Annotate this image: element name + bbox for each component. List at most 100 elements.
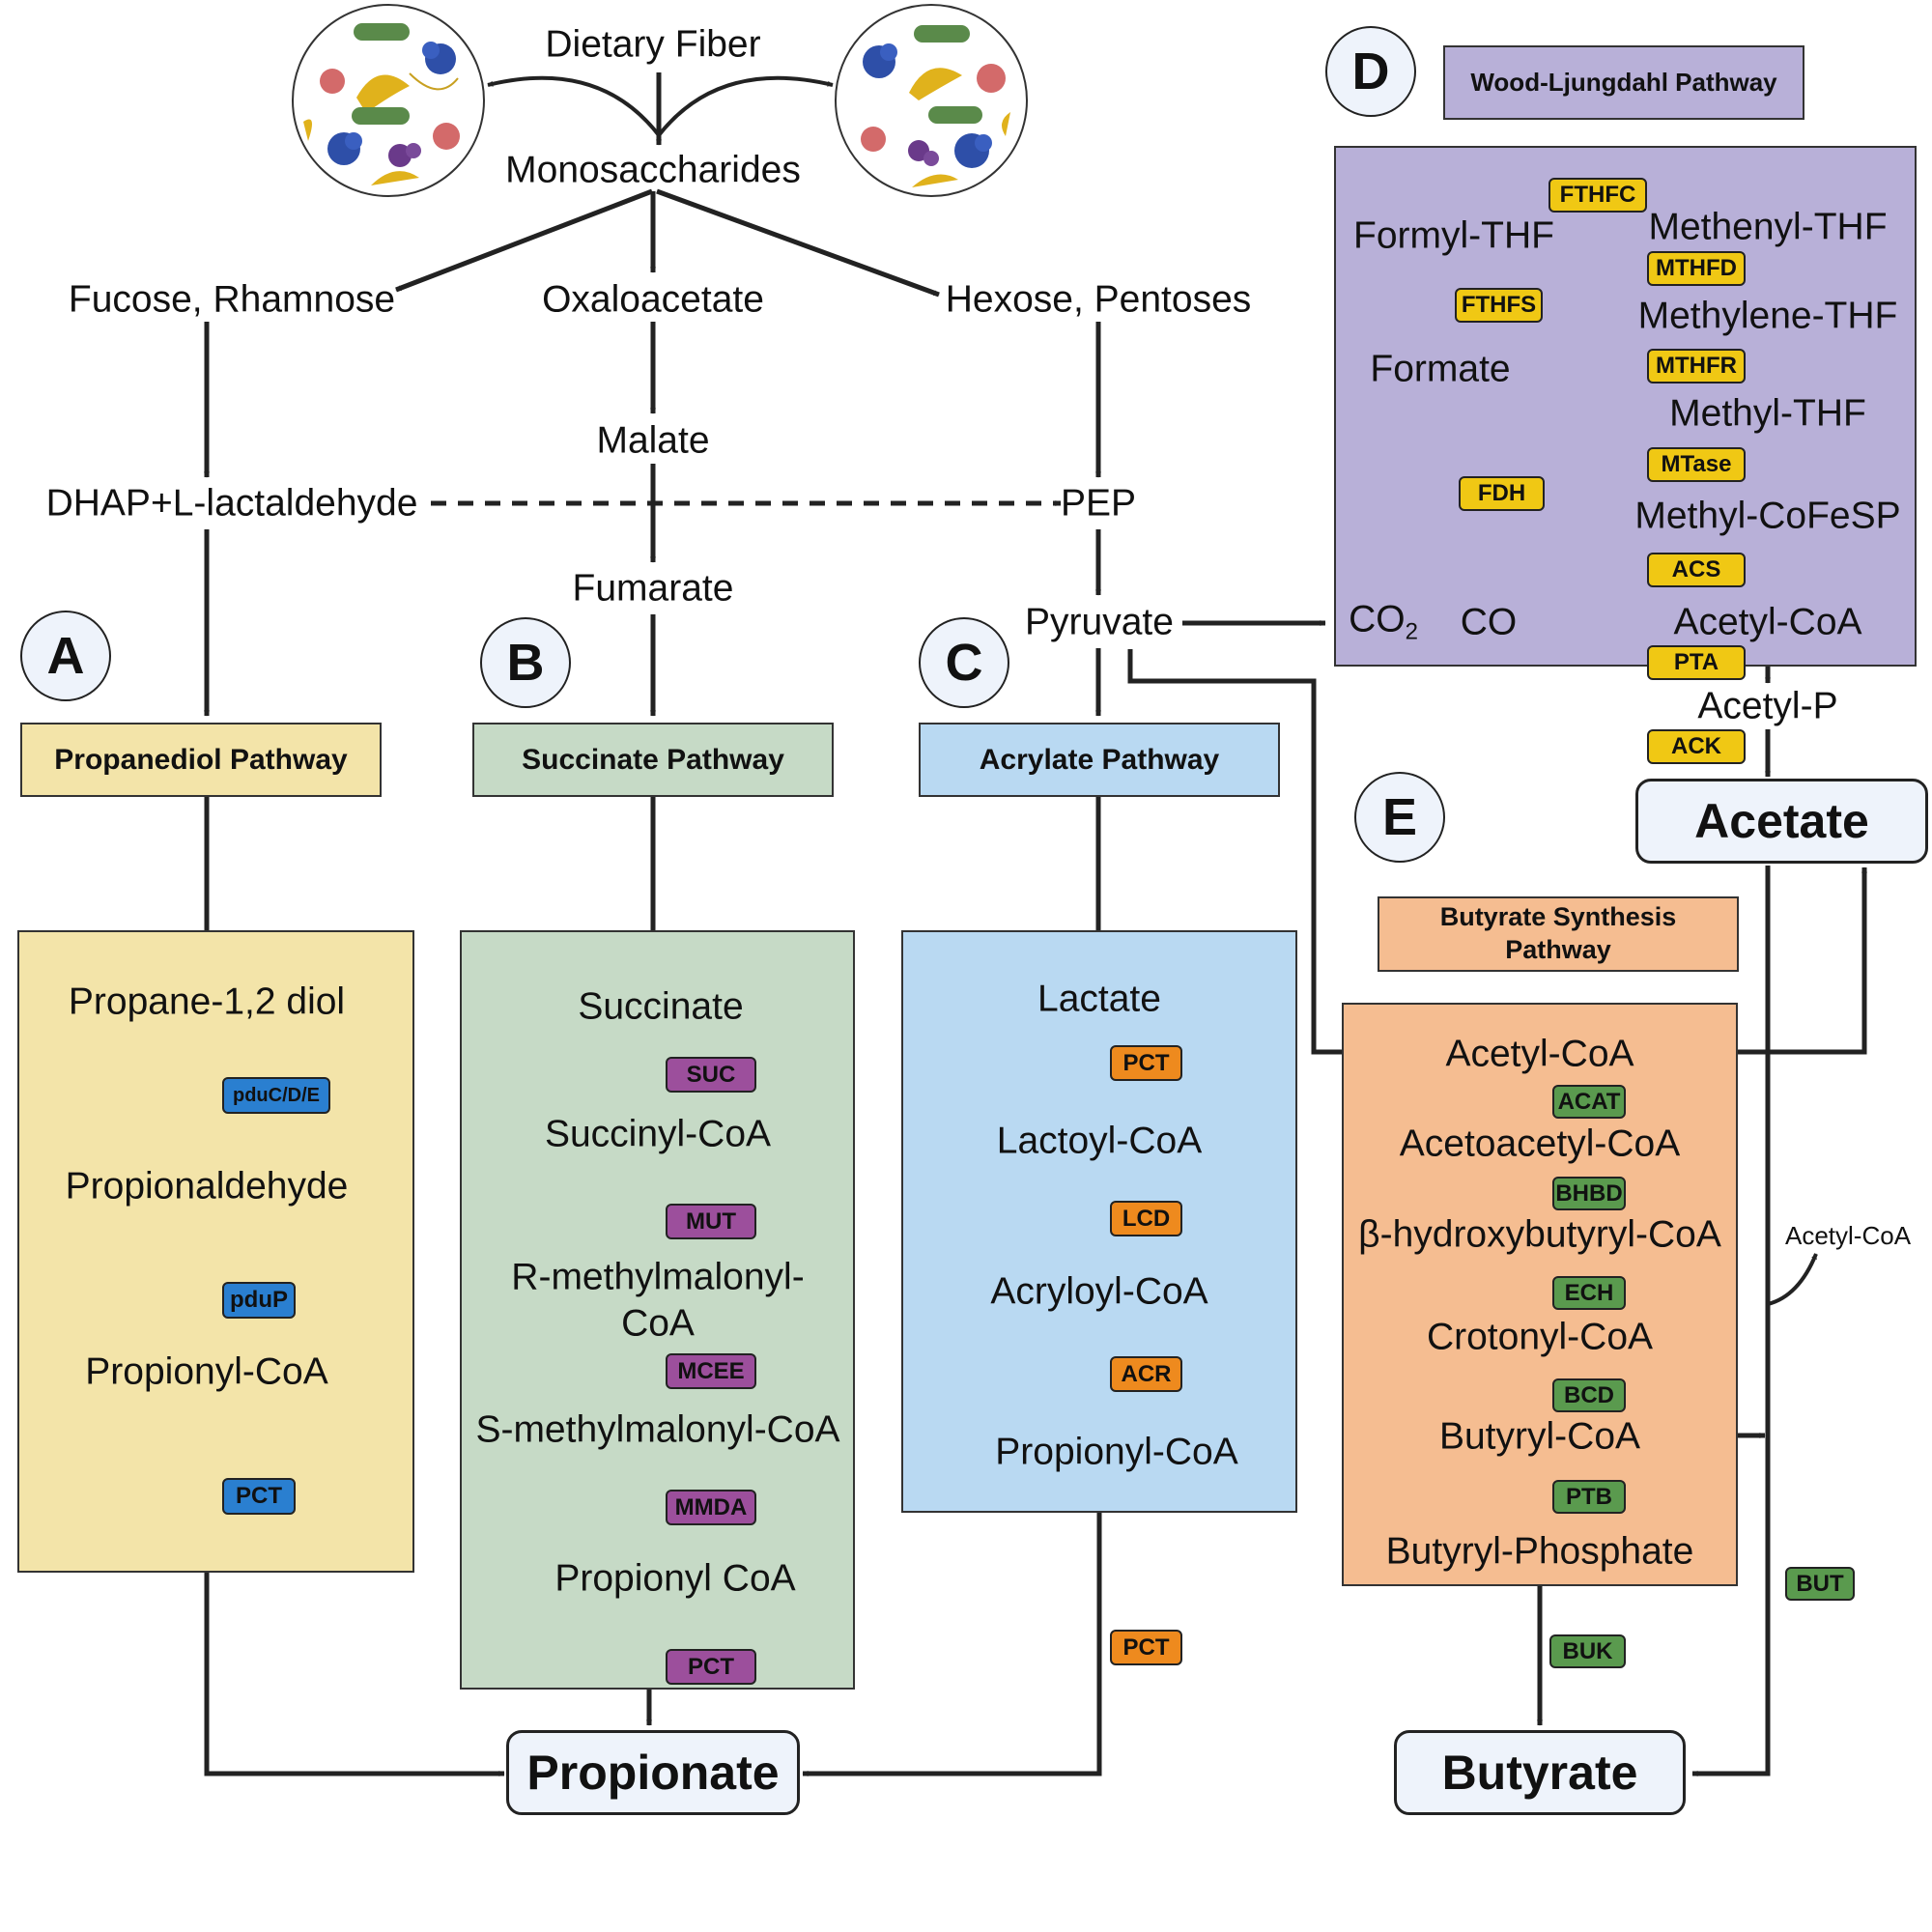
acetyl-coa-side-label: Acetyl-CoA bbox=[1785, 1221, 1912, 1250]
s-methylmalonyl-coa-metabolite: S-methylmalonyl-CoA bbox=[475, 1408, 840, 1451]
gut-bacteria-illustration bbox=[861, 25, 1010, 187]
mono-to-hexose-arrow bbox=[656, 188, 940, 298]
ech-enzyme-badge: ECH bbox=[1552, 1276, 1626, 1310]
acat-enzyme-badge: ACAT bbox=[1552, 1085, 1626, 1119]
crotonyl-coa-metabolite: Crotonyl-CoA bbox=[1426, 1316, 1654, 1358]
monosaccharides-label: Monosaccharides bbox=[505, 149, 801, 191]
section-d-marker: D bbox=[1325, 26, 1416, 117]
section-e-marker: E bbox=[1354, 772, 1445, 863]
butyrate-title-line1: Butyrate Synthesis bbox=[1439, 902, 1677, 932]
section-e-panel bbox=[1342, 1003, 1738, 1586]
fumarate-label: Fumarate bbox=[572, 567, 734, 610]
acetyl-coa-metabolite: Acetyl-CoA bbox=[1673, 601, 1862, 643]
co2-text: CO bbox=[1349, 598, 1406, 640]
r-methylmalonyl-coa-metabolite: R-methylmalonyl- bbox=[511, 1256, 805, 1298]
formate-metabolite: Formate bbox=[1370, 348, 1511, 390]
methylene-thf-metabolite: Methylene-THF bbox=[1637, 295, 1898, 337]
malate-label: Malate bbox=[596, 419, 710, 462]
pct-enzyme-badge: PCT bbox=[1110, 1045, 1182, 1081]
suc-enzyme-badge: SUC bbox=[666, 1057, 756, 1093]
acetyl-coa-release-arrow bbox=[1767, 1253, 1818, 1306]
gut-bacteria-illustration bbox=[303, 23, 460, 185]
lactate-metabolite: Lactate bbox=[1037, 978, 1161, 1020]
pyruvate-label: Pyruvate bbox=[1025, 601, 1174, 643]
mut-enzyme-badge: MUT bbox=[666, 1204, 756, 1239]
acetate-product-box: Acetate bbox=[1635, 779, 1928, 864]
acryloyl-coa-metabolite: Acryloyl-CoA bbox=[990, 1270, 1208, 1313]
pct-enzyme-badge: PCT bbox=[1110, 1630, 1182, 1665]
fucose-rhamnose-label: Fucose, Rhamnose bbox=[68, 278, 396, 321]
pdup-enzyme-badge: pduP bbox=[222, 1282, 296, 1319]
section-c-marker: C bbox=[919, 617, 1009, 708]
butyryl-coa-metabolite: Butyryl-CoA bbox=[1438, 1415, 1641, 1458]
fthfs-enzyme-badge: FTHFS bbox=[1455, 288, 1543, 323]
fiber-to-left-bacteria-arrow bbox=[487, 75, 661, 137]
propionyl-coa-to-propionate-arrow bbox=[802, 1478, 1102, 1776]
butyrate-product-box: Butyrate bbox=[1394, 1730, 1686, 1815]
pducde-enzyme-badge: pduC/D/E bbox=[222, 1077, 330, 1114]
acetoacetyl-coa-metabolite: Acetoacetyl-CoA bbox=[1399, 1122, 1681, 1165]
propionaldehyde-metabolite: Propionaldehyde bbox=[65, 1165, 349, 1208]
gut-bacteria-icon bbox=[292, 4, 485, 197]
mono-to-fucose-arrow bbox=[395, 188, 653, 293]
butyrate-synthesis-pathway-title: Butyrate Synthesis Pathway bbox=[1378, 896, 1739, 972]
co2-subscript: 2 bbox=[1405, 618, 1418, 645]
co-metabolite: CO bbox=[1460, 601, 1518, 643]
wood-ljungdahl-pathway-title: Wood-Ljungdahl Pathway bbox=[1443, 45, 1804, 120]
section-d-panel bbox=[1334, 146, 1917, 667]
fiber-to-right-bacteria-arrow bbox=[657, 75, 834, 137]
dhap-lactaldehyde-label: DHAP+L-lactaldehyde bbox=[45, 482, 418, 525]
mthfr-enzyme-badge: MTHFR bbox=[1647, 349, 1746, 384]
propionate-product-box: Propionate bbox=[506, 1730, 800, 1815]
succinate-metabolite: Succinate bbox=[578, 985, 744, 1028]
gut-bacteria-icon bbox=[835, 4, 1028, 197]
hexose-pentoses-label: Hexose, Pentoses bbox=[945, 278, 1252, 321]
r-methylmalonyl-coa-metabolite-line2: CoA bbox=[621, 1302, 695, 1345]
pep-label: PEP bbox=[1060, 482, 1137, 525]
pct-enzyme-badge: PCT bbox=[666, 1649, 756, 1685]
section-a-panel bbox=[17, 930, 414, 1573]
section-c-panel bbox=[901, 930, 1297, 1513]
mmda-enzyme-badge: MMDA bbox=[666, 1490, 756, 1525]
acrylate-pathway-title: Acrylate Pathway bbox=[919, 723, 1280, 797]
hydroxybutyryl-coa-metabolite: β-hydroxybutyryl-CoA bbox=[1358, 1213, 1721, 1256]
lactoyl-coa-metabolite: Lactoyl-CoA bbox=[996, 1120, 1203, 1162]
dietary-fiber-label: Dietary Fiber bbox=[545, 23, 761, 66]
but-enzyme-badge: BUT bbox=[1785, 1567, 1855, 1601]
pta-enzyme-badge: PTA bbox=[1647, 645, 1746, 680]
buk-enzyme-badge: BUK bbox=[1549, 1634, 1626, 1668]
co2-metabolite: CO2 bbox=[1349, 601, 1418, 644]
fdh-enzyme-badge: FDH bbox=[1459, 476, 1545, 511]
propionyl-coa-metabolite: Propionyl CoA bbox=[554, 1557, 796, 1600]
acetyl-coa-metabolite: Acetyl-CoA bbox=[1445, 1033, 1634, 1075]
lcd-enzyme-badge: LCD bbox=[1110, 1201, 1182, 1236]
methenyl-thf-metabolite: Methenyl-THF bbox=[1648, 206, 1888, 248]
succinate-pathway-title: Succinate Pathway bbox=[472, 723, 834, 797]
formyl-thf-metabolite: Formyl-THF bbox=[1353, 214, 1554, 257]
acs-enzyme-badge: ACS bbox=[1647, 553, 1746, 587]
succinyl-coa-metabolite: Succinyl-CoA bbox=[544, 1113, 772, 1155]
propionyl-coa-metabolite: Propionyl-CoA bbox=[85, 1350, 328, 1393]
fthfc-enzyme-badge: FTHFC bbox=[1548, 178, 1647, 213]
propanediol-metabolite: Propane-1,2 diol bbox=[68, 980, 346, 1023]
bhbd-enzyme-badge: BHBD bbox=[1552, 1177, 1626, 1210]
bcd-enzyme-badge: BCD bbox=[1552, 1378, 1626, 1412]
mtase-enzyme-badge: MTase bbox=[1647, 447, 1746, 482]
ack-enzyme-badge: ACK bbox=[1647, 729, 1746, 764]
methyl-cofesp-metabolite: Methyl-CoFeSP bbox=[1634, 495, 1901, 537]
pct-enzyme-badge: PCT bbox=[222, 1478, 296, 1515]
ptb-enzyme-badge: PTB bbox=[1552, 1480, 1626, 1514]
acr-enzyme-badge: ACR bbox=[1110, 1356, 1182, 1392]
section-b-marker: B bbox=[480, 617, 571, 708]
oxaloacetate-label: Oxaloacetate bbox=[542, 278, 764, 321]
section-a-marker: A bbox=[20, 611, 111, 701]
butyrate-title-line2: Pathway bbox=[1505, 935, 1611, 964]
section-b-panel bbox=[460, 930, 855, 1690]
acetyl-p-metabolite: Acetyl-P bbox=[1697, 685, 1838, 727]
acetate-to-butyrate-arrow bbox=[1691, 866, 1771, 1776]
propionyl-coa-metabolite: Propionyl-CoA bbox=[995, 1431, 1238, 1473]
mthfd-enzyme-badge: MTHFD bbox=[1647, 251, 1746, 286]
butyryl-phosphate-metabolite: Butyryl-Phosphate bbox=[1385, 1530, 1694, 1573]
propanediol-pathway-title: Propanediol Pathway bbox=[20, 723, 382, 797]
